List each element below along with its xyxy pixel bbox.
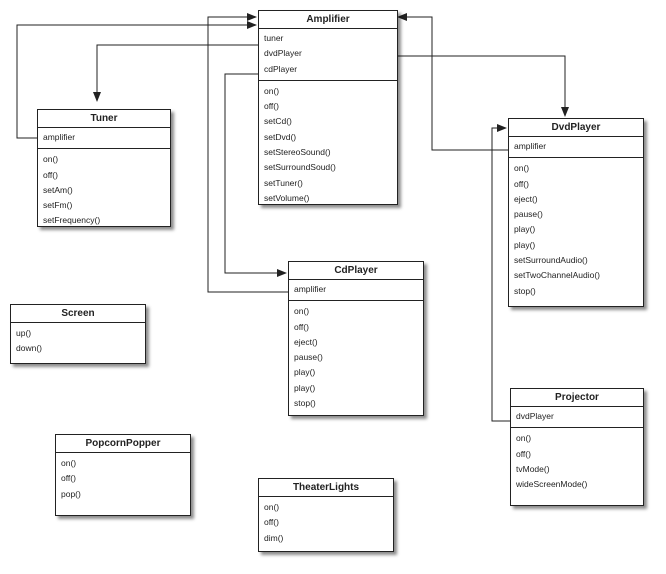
amplifier-attributes: tuner dvdPlayer cdPlayer [259, 29, 397, 81]
amplifier-methods: on() off() setCd() setDvd() setStereoSou… [259, 81, 397, 209]
projector-method-tvmode: tvMode() [516, 463, 550, 474]
amplifier-method-on: on() [264, 85, 280, 96]
projector-to-dvdplayer-arrow [491, 124, 510, 422]
amplifier-method-off: off() [264, 101, 279, 112]
theaterlights-method-off: off() [264, 517, 279, 528]
tuner-method-off: off() [43, 169, 58, 180]
theaterlights-method-on: on() [264, 502, 280, 512]
theaterlights-method-dim: dim() [264, 532, 284, 543]
tuner-method-on: on() [43, 154, 59, 165]
cdplayer-method-play: play() [294, 367, 316, 378]
popcornpopper-method-pop: pop() [61, 488, 81, 499]
cdplayer-attr-amplifier: amplifier [294, 284, 327, 294]
cdplayer-to-amplifier-arrow [207, 13, 290, 293]
amplifier-method-setsurroundsoud: setSurroundSoud() [264, 162, 336, 173]
screen-class[interactable]: Screen up() down() [10, 304, 146, 364]
dvdplayer-method-play: play() [514, 224, 536, 235]
dvdplayer-method-on: on() [514, 163, 530, 174]
projector-attr-dvdplayer: dvdPlayer [516, 411, 554, 421]
popcornpopper-method-on: on() [61, 458, 77, 468]
dvdplayer-method-eject: eject() [514, 193, 538, 204]
tuner-method-setam: setAm() [43, 184, 73, 195]
amplifier-to-dvdplayer-arrow [398, 55, 569, 117]
tuner-class-name: Tuner [38, 110, 170, 128]
amplifier-to-tuner-arrow [93, 44, 258, 102]
cdplayer-method-on: on() [294, 306, 310, 317]
popcornpopper-methods: on() off() pop() [56, 453, 190, 505]
cdplayer-class-name: CdPlayer [289, 262, 423, 280]
dvdplayer-methods: on() off() eject() pause() play() play()… [509, 158, 643, 302]
cdplayer-method-eject: eject() [294, 336, 318, 347]
tuner-attr-amplifier: amplifier [43, 132, 76, 142]
dvdplayer-method-stop: stop() [514, 285, 536, 296]
dvdplayer-method-setsurroundaudio: setSurroundAudio() [514, 255, 588, 266]
tuner-attributes: amplifier [38, 128, 170, 150]
amplifier-class-name: Amplifier [259, 11, 397, 29]
amplifier-method-settuner: setTuner() [264, 177, 303, 188]
cdplayer-methods: on() off() eject() pause() play() play()… [289, 301, 423, 414]
screen-methods: up() down() [11, 323, 145, 360]
theaterlights-class-name: TheaterLights [259, 479, 393, 497]
projector-methods: on() off() tvMode() wideScreenMode() [511, 428, 643, 495]
dvdplayer-method-off: off() [514, 178, 529, 189]
popcornpopper-method-off: off() [61, 473, 76, 484]
amplifier-method-setvolume: setVolume() [264, 192, 310, 203]
cdplayer-method-stop: stop() [294, 398, 316, 409]
amplifier-method-setdvd: setDvd() [264, 131, 297, 142]
screen-method-down: down() [16, 343, 42, 354]
projector-attributes: dvdPlayer [511, 407, 643, 429]
cdplayer-class[interactable]: CdPlayer amplifier on() off() eject() pa… [288, 261, 424, 416]
dvdplayer-attr-amplifier: amplifier [514, 141, 547, 151]
amplifier-attr-cdplayer: cdPlayer [264, 63, 298, 74]
theaterlights-class[interactable]: TheaterLights on() off() dim() [258, 478, 394, 552]
dvdplayer-method-play-2: play() [514, 239, 536, 250]
popcornpopper-class[interactable]: PopcornPopper on() off() pop() [55, 434, 191, 516]
dvdplayer-class-name: DvdPlayer [509, 119, 643, 137]
amplifier-class[interactable]: Amplifier tuner dvdPlayer cdPlayer on() … [258, 10, 398, 205]
tuner-methods: on() off() setAm() setFm() setFrequency(… [38, 149, 170, 231]
dvdplayer-method-pause: pause() [514, 209, 543, 220]
cdplayer-method-pause: pause() [294, 352, 323, 363]
screen-method-up: up() [16, 328, 32, 338]
tuner-class[interactable]: Tuner amplifier on() off() setAm() setFm… [37, 109, 171, 227]
projector-method-off: off() [516, 448, 531, 459]
projector-class[interactable]: Projector dvdPlayer on() off() tvMode() … [510, 388, 644, 506]
tuner-method-setfm: setFm() [43, 200, 73, 211]
amplifier-method-setcd: setCd() [264, 116, 292, 127]
tuner-to-amplifier-arrow [16, 21, 257, 139]
dvdplayer-class[interactable]: DvdPlayer amplifier on() off() eject() p… [508, 118, 644, 307]
projector-method-widescreenmode: wideScreenMode() [516, 479, 588, 490]
popcornpopper-class-name: PopcornPopper [56, 435, 190, 453]
tuner-method-setfrequency: setFrequency() [43, 215, 101, 226]
projector-method-on: on() [516, 433, 532, 444]
amplifier-attr-tuner: tuner [264, 33, 284, 43]
cdplayer-method-play-2: play() [294, 382, 316, 393]
cdplayer-attributes: amplifier [289, 280, 423, 302]
dvdplayer-method-settwochannelaudio: setTwoChannelAudio() [514, 270, 600, 281]
amplifier-method-setstereosound: setStereoSound() [264, 147, 331, 158]
projector-class-name: Projector [511, 389, 643, 407]
amplifier-attr-dvdplayer: dvdPlayer [264, 48, 302, 59]
dvdplayer-to-amplifier-arrow [397, 13, 508, 151]
theaterlights-methods: on() off() dim() [259, 497, 393, 549]
cdplayer-method-off: off() [294, 321, 309, 332]
dvdplayer-attributes: amplifier [509, 137, 643, 159]
amplifier-to-cdplayer-arrow [224, 73, 287, 277]
screen-class-name: Screen [11, 305, 145, 323]
